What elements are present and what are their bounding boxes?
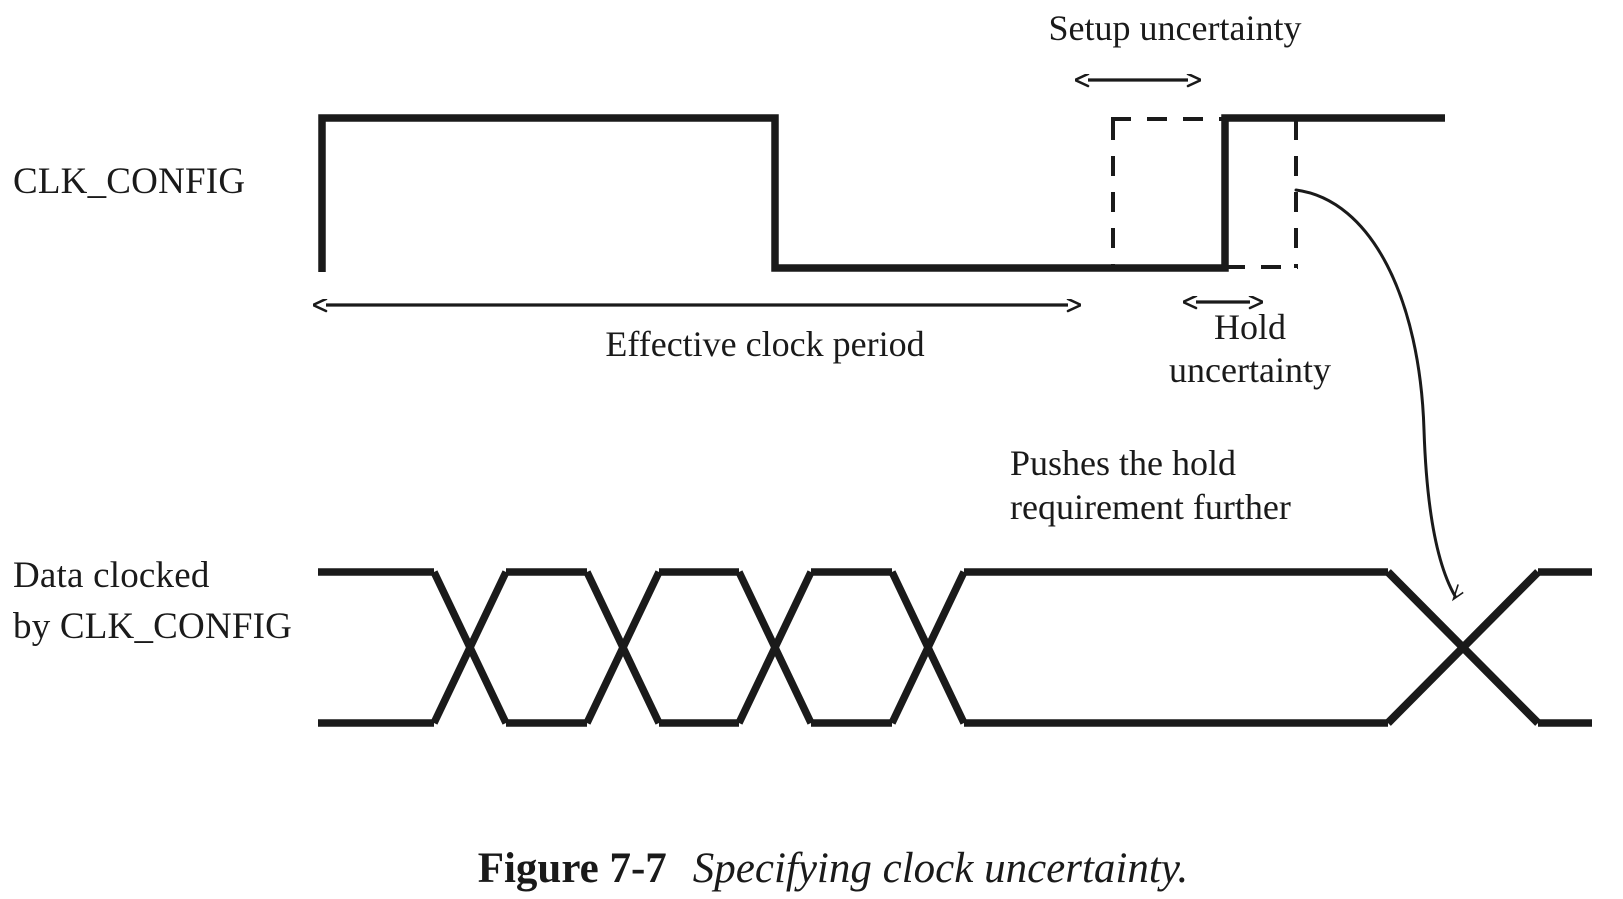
figure-caption-number: Figure 7-7 [477,845,667,892]
ideal-clock-edge-window [1111,117,1298,269]
figure-caption-text: Specifying clock uncertainty. [692,845,1189,892]
data-bus-waveform [318,568,1592,727]
signal-label-data-line2: by CLK_CONFIG [13,606,293,647]
effective-clock-period-label: Effective clock period [605,324,925,364]
figure-caption: Figure 7-7 Specifying clock uncertainty. [0,795,1623,899]
hold-push-callout-line2: requirement further [1010,487,1291,527]
hold-uncertainty-label-line2: uncertainty [1169,350,1331,390]
hold-push-callout-arrow [1294,188,1455,596]
setup-uncertainty-label: Setup uncertainty [1048,8,1302,48]
signal-label-data-line1: Data clocked [13,555,210,596]
signal-label-clk-config: CLK_CONFIG [13,161,246,202]
hold-push-callout-line1: Pushes the hold [1010,443,1237,483]
hold-uncertainty-label-line1: Hold [1214,307,1286,347]
clk-config-waveform [318,114,1445,272]
